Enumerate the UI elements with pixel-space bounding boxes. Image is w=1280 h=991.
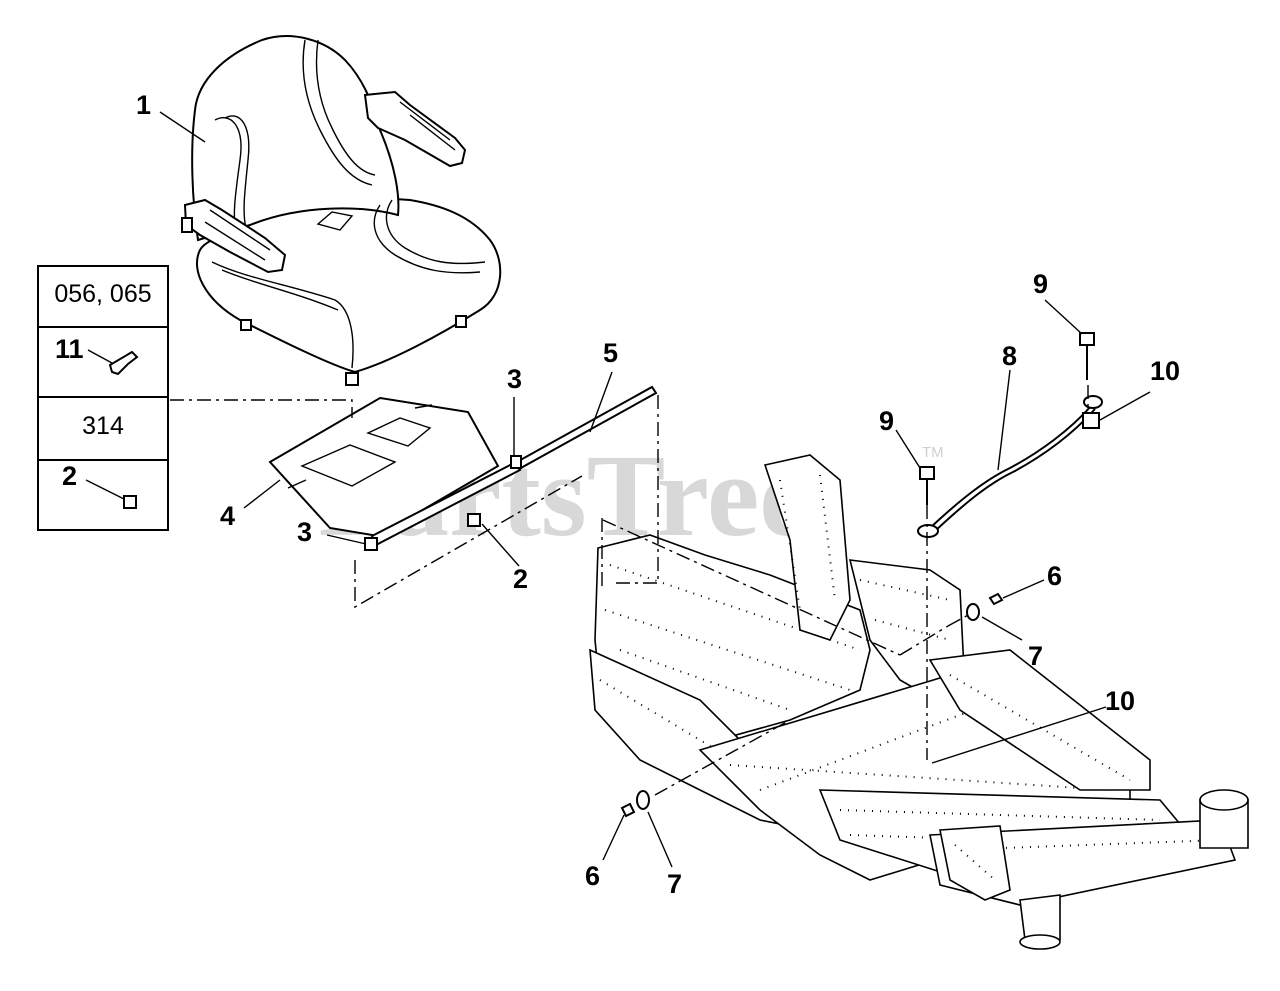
- pin-6-right-part[interactable]: [988, 592, 1004, 606]
- watermark-trademark: TM: [922, 444, 944, 461]
- callout-3-lower[interactable]: 3: [297, 517, 312, 547]
- variant-legend: 056, 065 11 314 2: [37, 265, 169, 531]
- callout-7-left[interactable]: 7: [667, 869, 682, 899]
- callout-6-left[interactable]: 6: [585, 861, 600, 891]
- callout-4[interactable]: 4: [220, 501, 235, 531]
- callout-8[interactable]: 8: [1002, 341, 1017, 371]
- legend-callout-11: 11: [55, 334, 84, 364]
- callout-labels: 1 3 5 4 3 2 9 9 8 10 6 7 10 6 7: [136, 90, 1180, 899]
- washer-7-left-part[interactable]: [636, 790, 650, 810]
- callout-10-lower[interactable]: 10: [1105, 686, 1135, 716]
- callout-10-upper[interactable]: 10: [1150, 356, 1180, 386]
- seat-part[interactable]: [181, 35, 502, 386]
- callout-2[interactable]: 2: [513, 564, 528, 594]
- callout-1[interactable]: 1: [136, 90, 151, 120]
- nut-2-part[interactable]: [467, 513, 481, 527]
- callout-3-upper[interactable]: 3: [507, 364, 522, 394]
- bolt-9-upper-part[interactable]: [1079, 332, 1095, 380]
- nut-10-upper-part[interactable]: [1082, 412, 1100, 429]
- callout-9-upper[interactable]: 9: [1033, 269, 1048, 299]
- bolt-9-lower-part[interactable]: [919, 466, 935, 505]
- tractor-frame: [589, 454, 1249, 950]
- bushing-3-left-part[interactable]: [364, 537, 378, 551]
- callout-6-right[interactable]: 6: [1047, 561, 1062, 591]
- ground-strap-part[interactable]: [917, 395, 1103, 538]
- legend-callout-2: 2: [62, 461, 77, 491]
- alignment-lines: [170, 385, 1089, 796]
- washer-7-right-part[interactable]: [966, 603, 980, 621]
- bushing-3-right-part[interactable]: [510, 455, 522, 469]
- leader-lines: [159, 111, 1151, 868]
- legend-model-codes: 056, 065: [54, 280, 151, 308]
- pin-6-left-part[interactable]: [620, 802, 636, 818]
- callout-7-right[interactable]: 7: [1028, 641, 1043, 671]
- callout-9-lower[interactable]: 9: [879, 406, 894, 436]
- legend-nut-part[interactable]: [85, 479, 137, 509]
- callout-5[interactable]: 5: [603, 338, 618, 368]
- legend-clip-part[interactable]: [87, 349, 139, 376]
- legend-model-code-314: 314: [82, 412, 124, 440]
